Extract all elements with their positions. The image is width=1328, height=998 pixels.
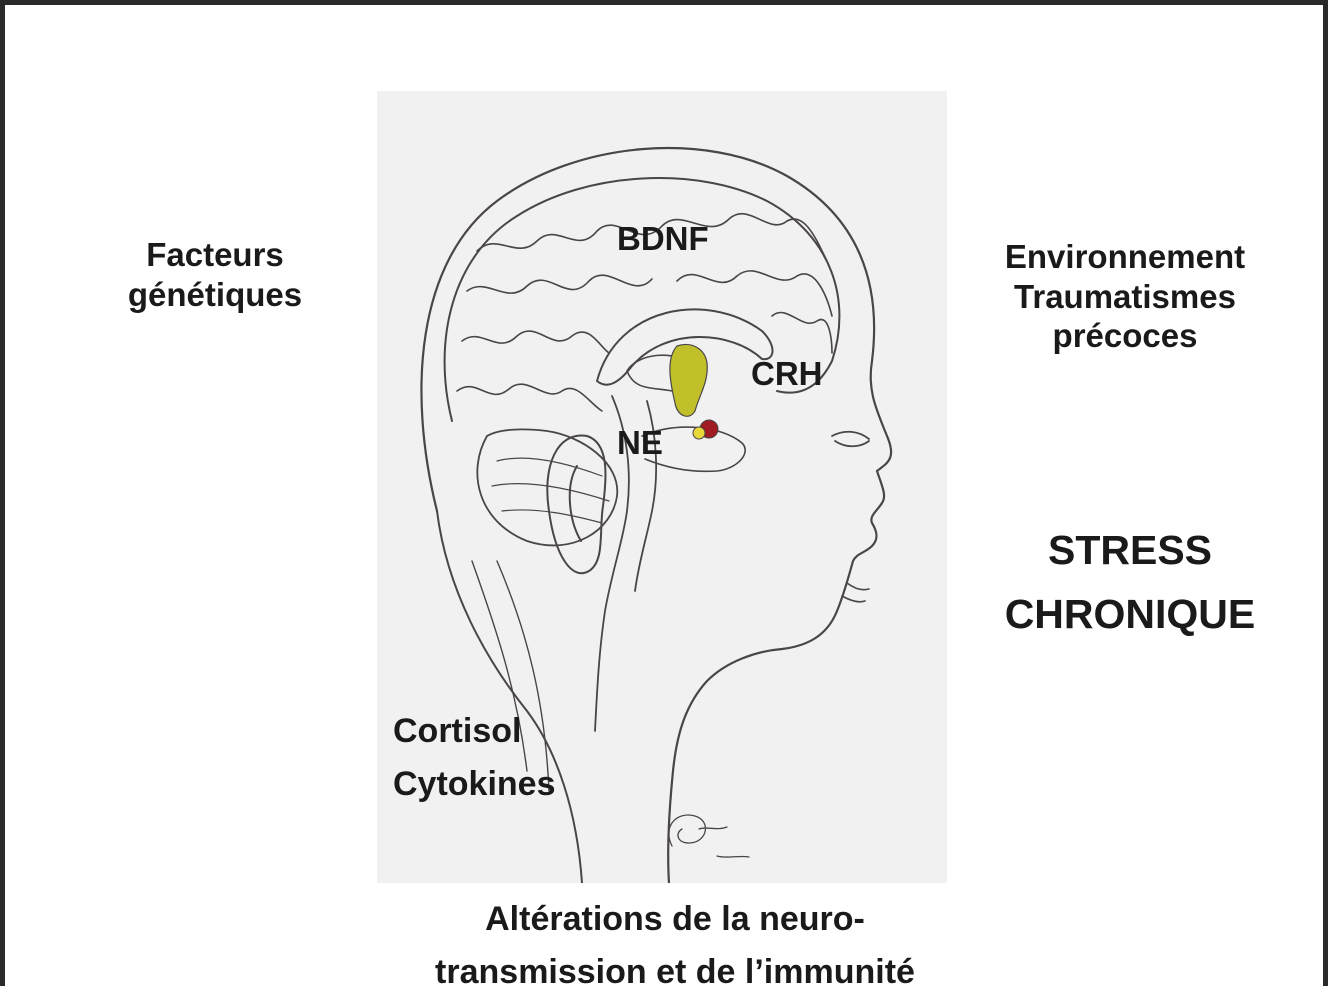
genetic-factors-line-2: génétiques [105, 275, 325, 315]
environment-line-2: Traumatismes [965, 277, 1285, 317]
environment-line-3: précoces [965, 316, 1285, 356]
ne-label: NE [617, 423, 663, 463]
pituitary-yellow [693, 427, 705, 439]
genetic-factors-label: Facteurs génétiques [105, 235, 325, 314]
stress-line-2: CHRONIQUE [985, 583, 1275, 647]
alterations-line-2: transmission et de l’immunité [335, 946, 1015, 998]
alterations-caption: Altérations de la neuro- transmission et… [335, 893, 1015, 998]
alterations-line-1: Altérations de la neuro- [335, 893, 1015, 946]
bdnf-label: BDNF [617, 219, 709, 259]
genetic-factors-line-1: Facteurs [105, 235, 325, 275]
cortisol-line: Cortisol [393, 705, 556, 758]
cytokines-line: Cytokines [393, 758, 556, 811]
environment-label: Environnement Traumatismes précoces [965, 237, 1285, 356]
stress-line-1: STRESS [985, 519, 1275, 583]
cortisol-cytokines-label: Cortisol Cytokines [393, 705, 556, 810]
crh-label: CRH [751, 354, 823, 394]
chronic-stress-label: STRESS CHRONIQUE [985, 519, 1275, 646]
environment-line-1: Environnement [965, 237, 1285, 277]
